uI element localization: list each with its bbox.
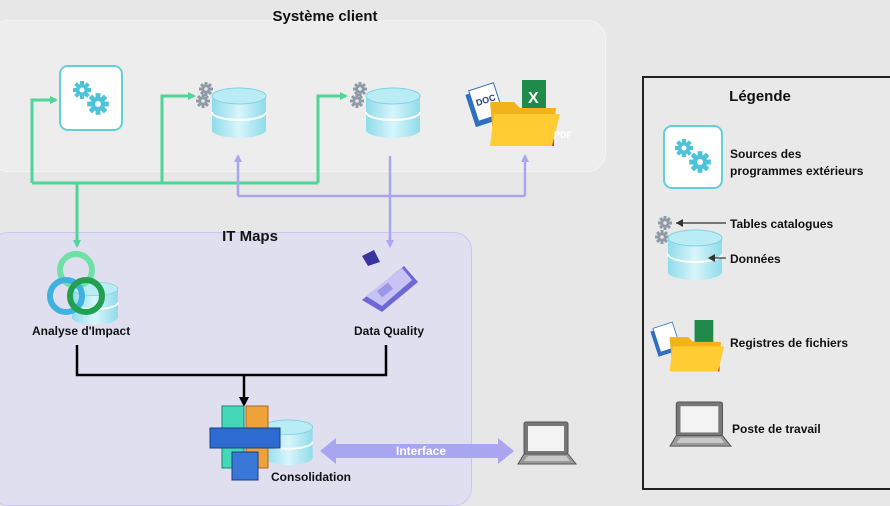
purple-connectors (234, 154, 529, 248)
legend-files-icon (650, 319, 725, 372)
consolidation-icon (209, 405, 314, 481)
consolidation-label: Consolidation (271, 470, 351, 484)
green-connectors (30, 92, 348, 248)
interface-arrow (320, 438, 514, 464)
external-programs-box (59, 65, 123, 131)
xls-badge: X (528, 90, 539, 107)
legend-laptop-icon (669, 401, 732, 447)
legend-label-data: Données (730, 252, 781, 266)
legend-gears-icon (663, 125, 723, 189)
data-quality-label: Data Quality (354, 324, 425, 338)
pdf-badge: PDF (554, 130, 573, 140)
file-registers-icon: DOC X PDF (464, 79, 573, 147)
database-1 (196, 82, 267, 139)
interface-label: Interface (396, 444, 447, 458)
legend-label-file-registers: Registres de fichiers (730, 336, 849, 350)
legend-title: Légende (729, 88, 791, 105)
it-maps-title: IT Maps (222, 228, 278, 245)
workstation-laptop (517, 421, 577, 465)
black-connectors (75, 345, 388, 407)
legend-label-workstation: Poste de travail (732, 422, 821, 436)
database-2 (350, 82, 421, 139)
legend-label-catalog-tables: Tables catalogues (730, 217, 834, 231)
client-system-title: Système client (272, 8, 378, 25)
data-quality-icon (362, 250, 418, 312)
legend-label-sources: Sources des programmes extérieurs (730, 147, 864, 178)
impact-analysis-label: Analyse d'Impact (32, 324, 131, 338)
impact-analysis-icon (47, 251, 119, 326)
legend-database-icon (655, 216, 726, 281)
